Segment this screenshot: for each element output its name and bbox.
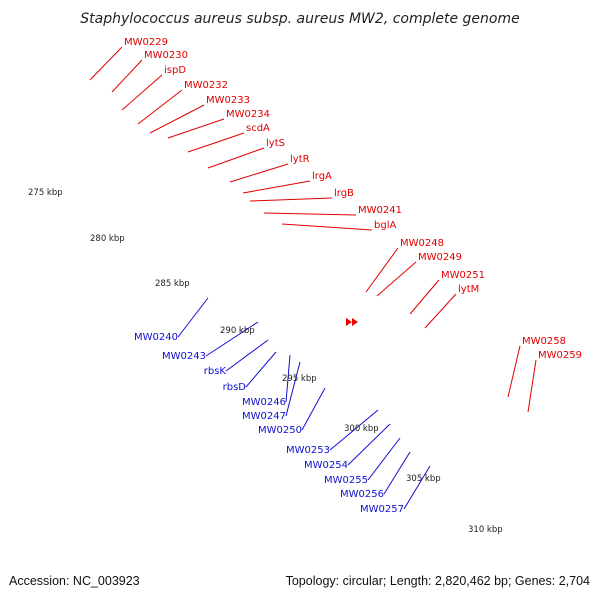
label-leader bbox=[149, 104, 205, 134]
label-leader bbox=[383, 451, 411, 495]
tick-labels: 275 kbp 280 kbp 285 kbp 290 kbp 295 kbp 300 k… bbox=[28, 188, 503, 535]
label-leader bbox=[376, 261, 417, 297]
gene-label: rbsK bbox=[204, 366, 227, 377]
label-leader bbox=[242, 180, 311, 194]
tick-label: 290 kbp bbox=[220, 326, 255, 336]
label-leader bbox=[424, 293, 457, 329]
label-leader bbox=[367, 437, 401, 481]
label-leader bbox=[245, 351, 277, 388]
gene-label: MW0240 bbox=[134, 332, 178, 343]
gene-label: lrgA bbox=[312, 171, 332, 182]
label-leader bbox=[281, 223, 373, 231]
label-leader bbox=[263, 212, 357, 216]
label-leader bbox=[207, 147, 265, 169]
label-leader bbox=[403, 465, 431, 510]
label-leader bbox=[285, 354, 291, 403]
gene-label: rbsD bbox=[223, 382, 247, 393]
map-title: Staphylococcus aureus subsp. aureus MW2,… bbox=[80, 11, 520, 27]
label-leader bbox=[187, 132, 245, 153]
gene-label: MW0253 bbox=[286, 445, 330, 456]
gene-label: lytS bbox=[266, 138, 285, 149]
label-leader bbox=[229, 163, 289, 183]
gene-label: MW0251 bbox=[441, 270, 485, 281]
label-leader-lines bbox=[89, 46, 537, 510]
label-leader bbox=[177, 297, 209, 338]
gene-label: lytM bbox=[458, 284, 479, 295]
gene-label: MW0233 bbox=[206, 95, 250, 106]
gene-label: MW0256 bbox=[340, 489, 384, 500]
label-leader bbox=[285, 361, 301, 417]
tick-label: 285 kbp bbox=[155, 279, 190, 289]
label-leader bbox=[347, 423, 391, 466]
accession-text: Accession: NC_003923 bbox=[9, 574, 140, 588]
label-leader bbox=[365, 247, 399, 293]
gene-label: lytR bbox=[290, 154, 310, 165]
gene-label: MW0258 bbox=[522, 336, 566, 347]
gene-label: MW0241 bbox=[358, 205, 402, 216]
label-leader bbox=[111, 59, 143, 93]
gene-label: ispD bbox=[164, 65, 186, 76]
label-leader bbox=[249, 197, 333, 202]
gene-label: MW0257 bbox=[360, 504, 404, 515]
gene-label: MW0230 bbox=[144, 50, 188, 61]
tick-label: 305 kbp bbox=[406, 474, 441, 484]
label-leader bbox=[121, 74, 163, 111]
tick-label: 275 kbp bbox=[28, 188, 63, 198]
label-leader bbox=[507, 345, 521, 398]
label-leader bbox=[89, 46, 123, 81]
gene-label: MW0249 bbox=[418, 252, 462, 263]
gene-label: MW0248 bbox=[400, 238, 444, 249]
gene-label: MW0246 bbox=[242, 397, 286, 408]
gene-label: bglA bbox=[374, 220, 396, 231]
gene-label: scdA bbox=[246, 123, 270, 134]
gene-arrow bbox=[346, 318, 358, 326]
gene-label: MW0234 bbox=[226, 109, 270, 120]
label-leader bbox=[137, 89, 183, 125]
gene-label: MW0254 bbox=[304, 460, 348, 471]
gene-label: lrgB bbox=[334, 188, 354, 199]
gene-label: MW0232 bbox=[184, 80, 228, 91]
label-leader bbox=[527, 359, 537, 413]
label-leader bbox=[329, 409, 379, 451]
label-leader bbox=[205, 321, 259, 357]
gene-features bbox=[346, 318, 358, 326]
gene-label: MW0255 bbox=[324, 475, 368, 486]
gene-label: MW0247 bbox=[242, 411, 286, 422]
label-leader bbox=[409, 279, 440, 315]
gene-label: MW0243 bbox=[162, 351, 206, 362]
genome-summary-text: Topology: circular; Length: 2,820,462 bp… bbox=[285, 574, 590, 588]
gene-label: MW0229 bbox=[124, 37, 168, 48]
label-leader bbox=[301, 387, 326, 431]
tick-label: 295 kbp bbox=[282, 374, 317, 384]
label-leader bbox=[167, 118, 225, 139]
gene-label: MW0250 bbox=[258, 425, 302, 436]
tick-label: 280 kbp bbox=[90, 234, 125, 244]
label-leader bbox=[225, 339, 269, 372]
tick-label: 310 kbp bbox=[468, 525, 503, 535]
tick-label: 300 kbp bbox=[344, 424, 379, 434]
gene-label: MW0259 bbox=[538, 350, 582, 361]
